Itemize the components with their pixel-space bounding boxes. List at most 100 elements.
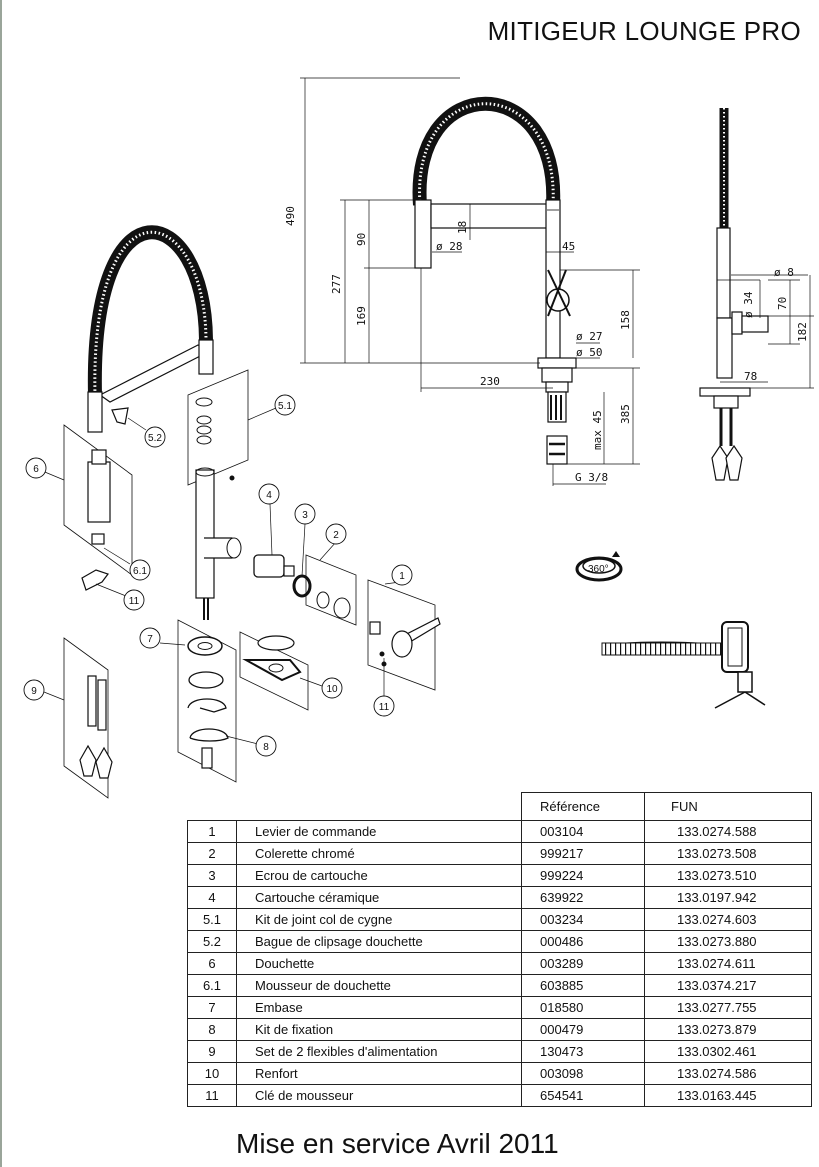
part-reference: 003104	[521, 820, 645, 843]
svg-text:3: 3	[302, 510, 308, 521]
part-fun-code: 133.0273.508	[644, 842, 812, 865]
part-reference: 639922	[521, 886, 645, 909]
table-header-row: Référence FUN	[188, 792, 812, 821]
svg-text:6: 6	[33, 464, 39, 475]
dim-70: 70	[776, 297, 789, 310]
dim-490: 490	[284, 206, 297, 226]
part-reference: 130473	[521, 1040, 645, 1063]
svg-text:4: 4	[266, 490, 272, 501]
callout-3: 3	[294, 503, 316, 525]
svg-text:11: 11	[129, 596, 140, 607]
dim-78: 78	[744, 370, 757, 383]
hose-detail	[601, 621, 766, 709]
part-name: Renfort	[236, 1062, 522, 1085]
rotation-label: 360°	[588, 564, 609, 575]
dim-169: 169	[355, 306, 368, 326]
part-name: Colerette chromé	[236, 842, 522, 865]
svg-text:10: 10	[326, 684, 338, 695]
part-name: Ecrou de cartouche	[236, 864, 522, 887]
part-number: 1	[187, 820, 237, 843]
svg-text:11: 11	[379, 702, 390, 713]
dim-thread: G 3/8	[575, 471, 608, 484]
dim-dia-8: ø 8	[774, 266, 794, 279]
part-number: 11	[187, 1084, 237, 1107]
svg-text:2: 2	[333, 530, 339, 541]
part-number: 2	[187, 842, 237, 865]
callout-4: 4	[258, 483, 280, 505]
part-number: 6.1	[187, 974, 237, 997]
callout-5-1: 5.1	[274, 394, 296, 416]
part-number: 9	[187, 1040, 237, 1063]
header-reference: Référence	[521, 792, 645, 821]
part-number: 5.2	[187, 930, 237, 953]
rotation-360-icon: 360°	[575, 551, 623, 582]
callout-1: 1	[391, 564, 413, 586]
part-number: 6	[187, 952, 237, 975]
part-fun-code: 133.0163.445	[644, 1084, 812, 1107]
callout-9: 9	[23, 679, 45, 701]
page-border	[0, 0, 2, 1167]
dim-277: 277	[330, 274, 343, 294]
dim-18: 18	[456, 221, 469, 234]
dim-158: 158	[619, 310, 632, 330]
dim-dia-28: ø 28	[436, 240, 463, 253]
side-view: ø 8 ø 34 70 182 78	[699, 108, 814, 481]
header-fun: FUN	[644, 792, 812, 821]
svg-text:5.1: 5.1	[278, 401, 292, 412]
part-name: Kit de joint col de cygne	[236, 908, 522, 931]
svg-text:6.1: 6.1	[133, 566, 147, 577]
part-number: 4	[187, 886, 237, 909]
exploded-view	[39, 225, 441, 799]
part-reference: 999217	[521, 842, 645, 865]
dim-dia-34: ø 34	[742, 291, 755, 318]
part-fun-code: 133.0197.942	[644, 886, 812, 909]
part-fun-code: 133.0273.879	[644, 1018, 812, 1041]
svg-text:7: 7	[147, 634, 153, 645]
part-number: 3	[187, 864, 237, 887]
dim-max-45: max 45	[591, 410, 604, 450]
part-name: Kit de fixation	[236, 1018, 522, 1041]
dim-dia-27: ø 27	[576, 330, 603, 343]
part-fun-code: 133.0274.586	[644, 1062, 812, 1085]
part-name: Levier de commande	[236, 820, 522, 843]
part-reference: 999224	[521, 864, 645, 887]
part-reference: 018580	[521, 996, 645, 1019]
part-reference: 000479	[521, 1018, 645, 1041]
dim-45: 45	[562, 240, 575, 253]
callouts: 5.1 5.2 6 6.1 11 4 3 2 1 7 10 11 8 9	[23, 394, 413, 757]
part-number: 8	[187, 1018, 237, 1041]
callout-6-1: 6.1	[129, 559, 151, 581]
technical-drawing: 490 90 277 169 18 ø 28 45 158 ø 27 ø 50 …	[23, 77, 814, 799]
part-name: Bague de clipsage douchette	[236, 930, 522, 953]
part-reference: 003098	[521, 1062, 645, 1085]
part-fun-code: 133.0273.880	[644, 930, 812, 953]
part-fun-code: 133.0302.461	[644, 1040, 812, 1063]
part-reference: 654541	[521, 1084, 645, 1107]
part-name: Set de 2 flexibles d'alimentation	[236, 1040, 522, 1063]
part-name: Clé de mousseur	[236, 1084, 522, 1107]
document-footer: Mise en service Avril 2011	[236, 1128, 559, 1159]
part-name: Douchette	[236, 952, 522, 975]
part-name: Cartouche céramique	[236, 886, 522, 909]
part-reference: 000486	[521, 930, 645, 953]
part-fun-code: 133.0277.755	[644, 996, 812, 1019]
callout-10: 10	[321, 677, 343, 699]
part-fun-code: 133.0274.603	[644, 908, 812, 931]
callout-6: 6	[25, 457, 47, 479]
dim-182: 182	[796, 322, 809, 342]
part-reference: 003289	[521, 952, 645, 975]
document-title: MITIGEUR LOUNGE PRO	[487, 16, 801, 46]
dim-385: 385	[619, 404, 632, 424]
